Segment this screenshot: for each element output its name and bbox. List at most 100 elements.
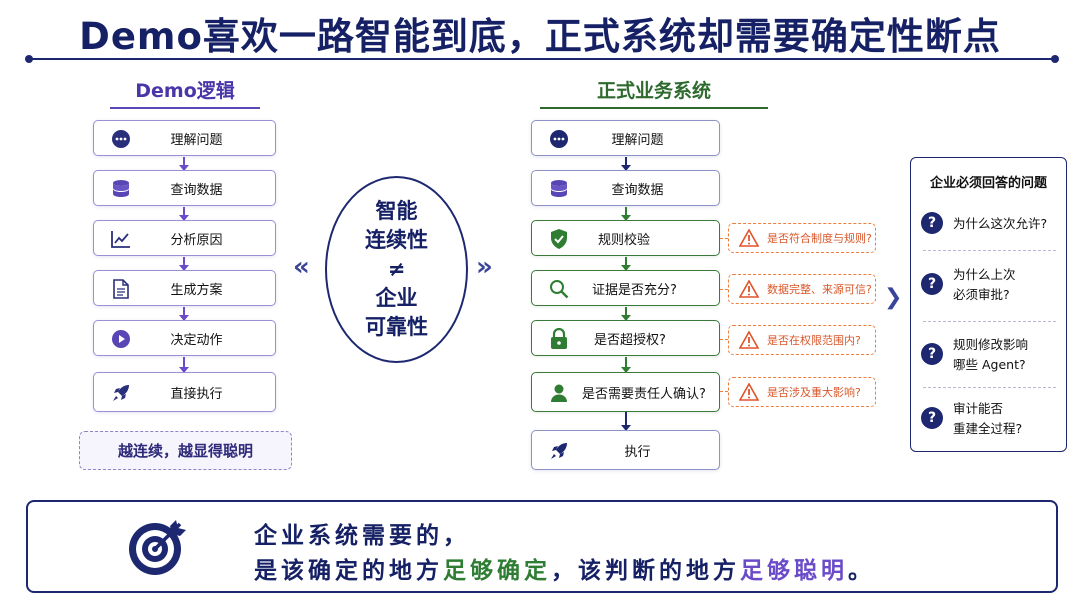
warning-icon xyxy=(739,229,759,247)
check-label: 是否在权限范围内? xyxy=(767,334,861,347)
page-title: Demo喜欢一路智能到底，正式系统却需要确定性断点 xyxy=(79,15,1001,58)
flow-arrow xyxy=(621,357,631,373)
not-equal-sign: ≠ xyxy=(387,257,406,281)
left-step-understand[interactable]: 理解问题 xyxy=(93,120,276,156)
chevron-left-icon: « xyxy=(293,252,310,282)
right-step-owner-confirm[interactable]: 是否需要责任人确认? xyxy=(531,372,720,412)
banner-text: 是该确定的地方 xyxy=(254,558,443,584)
question-item: ? 为什么上次 必须审批? xyxy=(921,265,1061,307)
search-icon xyxy=(548,278,570,300)
banner-highlight-smart: 足够聪明 xyxy=(740,558,848,584)
title-divider xyxy=(25,55,1059,63)
left-step-query[interactable]: 查询数据 xyxy=(93,170,276,206)
center-line: 连续性 xyxy=(365,228,428,252)
right-heading: 正式业务系统 xyxy=(540,76,768,109)
center-line: 智能 xyxy=(375,199,418,223)
banner-highlight-certain: 足够确定 xyxy=(443,558,551,584)
flow-arrow xyxy=(621,207,631,221)
target-icon xyxy=(126,516,188,578)
center-comparison: 智能 连续性 ≠ 企业 可靠性 xyxy=(325,176,468,363)
right-step-evidence[interactable]: 证据是否充分? xyxy=(531,270,720,306)
questions-heading: 企业必须回答的问题 xyxy=(929,176,1047,191)
right-step-rule-check[interactable]: 规则校验 xyxy=(531,220,720,256)
document-icon xyxy=(110,278,132,300)
warning-icon xyxy=(739,383,759,401)
summary-banner: 企业系统需要的， 是该确定的地方足够确定，该判断的地方足够聪明。 xyxy=(26,500,1058,593)
right-heading-label: 正式业务系统 xyxy=(596,80,711,102)
step-label: 决定动作 xyxy=(170,332,223,348)
banner-line-1: 企业系统需要的， xyxy=(254,523,470,549)
question-mark-icon: ? xyxy=(921,273,943,295)
check-box-impact: 是否涉及重大影响? xyxy=(728,377,876,407)
step-label: 查询数据 xyxy=(611,182,664,198)
person-icon xyxy=(548,382,570,404)
question-mark-icon: ? xyxy=(921,212,943,234)
left-heading: Demo逻辑 xyxy=(110,76,260,109)
question-divider xyxy=(923,321,1056,322)
questions-panel: 企业必须回答的问题 ? 为什么这次允许? ? 为什么上次 必须审批? ? 规则修… xyxy=(910,157,1067,452)
left-step-analyze[interactable]: 分析原因 xyxy=(93,220,276,256)
check-connector xyxy=(720,238,728,239)
question-text: 规则修改影响 哪些 Agent? xyxy=(953,337,1029,372)
play-icon xyxy=(110,328,132,350)
left-note: 越连续，越显得聪明 xyxy=(79,431,292,470)
left-step-execute[interactable]: 直接执行 xyxy=(93,372,276,412)
shield-check-icon xyxy=(548,228,570,250)
question-item: ? 审计能否 重建全过程? xyxy=(921,399,1061,441)
check-connector xyxy=(720,289,728,290)
question-divider xyxy=(923,387,1056,388)
step-label: 是否需要责任人确认? xyxy=(582,386,706,402)
banner-text: ，该判断的地方 xyxy=(551,558,740,584)
right-step-understand[interactable]: 理解问题 xyxy=(531,120,720,156)
center-line: 可靠性 xyxy=(365,315,428,339)
check-box-rules: 是否符合制度与规则? xyxy=(728,223,876,253)
chevron-right-icon: ❯ xyxy=(884,285,903,310)
chevron-right-icon: » xyxy=(476,252,493,282)
flow-arrow xyxy=(621,412,631,431)
check-box-authority: 是否在权限范围内? xyxy=(728,325,876,355)
right-step-authority[interactable]: 是否超授权? xyxy=(531,320,720,356)
left-step-decide[interactable]: 决定动作 xyxy=(93,320,276,356)
right-step-query[interactable]: 查询数据 xyxy=(531,170,720,206)
left-step-plan[interactable]: 生成方案 xyxy=(93,270,276,306)
check-label: 是否涉及重大影响? xyxy=(767,386,861,399)
rocket-icon xyxy=(548,440,570,462)
question-text: 为什么这次允许? xyxy=(953,216,1048,231)
question-mark-icon: ? xyxy=(921,407,943,429)
left-note-text: 越连续，越显得聪明 xyxy=(117,442,253,460)
banner-text: 。 xyxy=(848,558,875,584)
flow-arrow xyxy=(179,207,189,221)
banner-line-2: 是该确定的地方足够确定，该判断的地方足够聪明。 xyxy=(254,551,875,585)
chart-icon xyxy=(110,228,132,250)
question-item: ? 为什么这次允许? xyxy=(921,212,1061,236)
step-label: 理解问题 xyxy=(611,132,664,148)
flow-arrow xyxy=(179,357,189,373)
check-connector xyxy=(720,391,728,392)
lock-icon xyxy=(548,328,570,350)
step-label: 证据是否充分? xyxy=(592,282,677,298)
step-label: 生成方案 xyxy=(170,282,223,298)
flow-arrow xyxy=(621,257,631,271)
flow-arrow xyxy=(621,307,631,321)
chat-icon xyxy=(110,128,132,150)
check-box-evidence: 数据完整、来源可信? xyxy=(728,274,876,304)
check-label: 是否符合制度与规则? xyxy=(767,232,872,245)
flow-arrow xyxy=(179,257,189,271)
database-icon xyxy=(548,178,570,200)
step-label: 理解问题 xyxy=(170,132,223,148)
question-text: 为什么上次 必须审批? xyxy=(953,267,1016,302)
step-label: 执行 xyxy=(624,444,651,460)
center-line: 企业 xyxy=(375,286,418,310)
rocket-icon xyxy=(110,382,132,404)
warning-icon xyxy=(739,331,759,349)
step-label: 直接执行 xyxy=(170,386,223,402)
warning-icon xyxy=(739,280,759,298)
database-icon xyxy=(110,178,132,200)
step-label: 规则校验 xyxy=(598,232,651,248)
step-label: 查询数据 xyxy=(170,182,223,198)
right-step-execute[interactable]: 执行 xyxy=(531,430,720,470)
flow-arrow xyxy=(179,157,189,171)
flow-arrow xyxy=(621,157,631,171)
chat-icon xyxy=(548,128,570,150)
step-label: 是否超授权? xyxy=(594,332,666,348)
